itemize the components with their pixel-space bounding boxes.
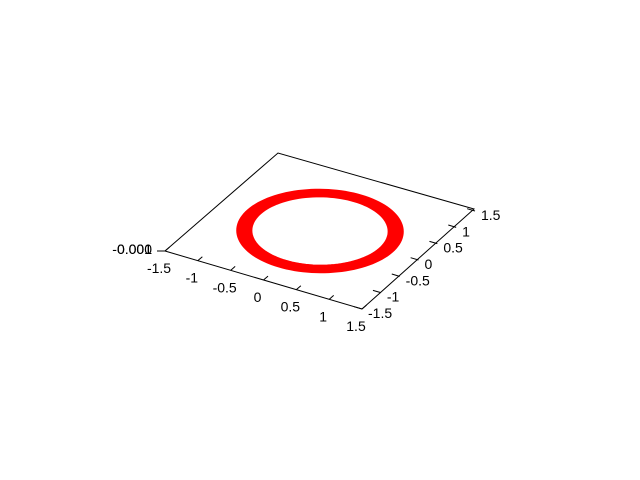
x-tick-label: 0.5 bbox=[281, 299, 301, 315]
x-tick-label: -0.5 bbox=[213, 279, 237, 295]
y-tick-label: 1 bbox=[462, 223, 470, 239]
x-tick-label: 1.5 bbox=[346, 318, 366, 334]
z-tick-label: 0.001 bbox=[117, 241, 152, 257]
y-tick-mark bbox=[391, 273, 400, 277]
x-tick-label: 1 bbox=[319, 308, 327, 324]
x-tick-mark bbox=[263, 275, 269, 281]
x-tick-mark bbox=[361, 304, 367, 310]
y-tick-mark bbox=[372, 289, 381, 294]
y-tick-label: 0 bbox=[425, 256, 433, 272]
x-tick-mark bbox=[296, 285, 302, 291]
ring-annulus bbox=[236, 188, 404, 274]
x-tick-mark bbox=[164, 246, 170, 252]
y-tick-label: -1 bbox=[387, 289, 400, 305]
y-tick-mark bbox=[410, 257, 419, 261]
y-tick-label: 1.5 bbox=[481, 207, 501, 223]
x-tick-label: 0 bbox=[254, 289, 262, 305]
y-tick-mark bbox=[448, 224, 457, 228]
x-tick-mark bbox=[197, 256, 203, 262]
y-tick-label: -1.5 bbox=[368, 305, 392, 321]
x-tick-label: -1 bbox=[186, 270, 199, 286]
x-axis-ticks: -1.5 -1 -0.5 0 0.5 1 1.5 bbox=[147, 246, 367, 334]
y-tick-label: -0.5 bbox=[406, 272, 430, 288]
ring-surface bbox=[236, 188, 404, 274]
y-tick-mark bbox=[353, 306, 363, 310]
z-tick-label: 0 bbox=[144, 241, 152, 257]
y-tick-mark bbox=[429, 240, 438, 245]
x-tick-label: -1.5 bbox=[147, 260, 171, 276]
y-axis-ticks: -1.5-1 -0.50 0.51 1.5 bbox=[353, 207, 501, 321]
y-tick-label: 0.5 bbox=[443, 240, 463, 256]
x-tick-mark bbox=[230, 266, 236, 271]
y-tick-mark bbox=[466, 208, 476, 212]
z-tick-label: -0.001 bbox=[112, 241, 152, 257]
x-tick-mark bbox=[328, 295, 335, 300]
